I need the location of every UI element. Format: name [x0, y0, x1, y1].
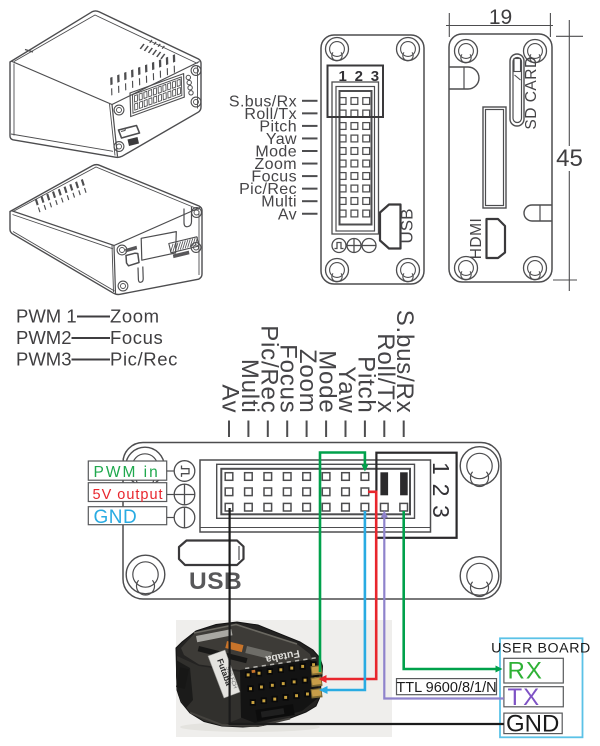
svg-text:Multi: Multi	[261, 194, 297, 211]
svg-text:PWM in: PWM in	[94, 464, 160, 481]
svg-text:1 2 3: 1 2 3	[339, 68, 381, 85]
svg-text:Mode: Mode	[314, 350, 341, 413]
svg-text:Pic/Rec: Pic/Rec	[239, 181, 297, 198]
svg-text:PWM 1: PWM 1	[16, 306, 77, 327]
svg-text:Pitch: Pitch	[259, 118, 297, 135]
svg-text:Pic/Rec: Pic/Rec	[110, 349, 178, 370]
svg-text:Roll/Tx: Roll/Tx	[372, 333, 399, 413]
svg-text:Multi: Multi	[236, 359, 263, 414]
svg-text:GND: GND	[506, 711, 559, 738]
svg-text:Zoom: Zoom	[110, 306, 160, 327]
svg-text:TTL 9600/8/1/N: TTL 9600/8/1/N	[396, 680, 496, 696]
svg-text:USB: USB	[189, 568, 242, 595]
svg-text:1 2 3: 1 2 3	[428, 462, 454, 519]
svg-text:GND: GND	[94, 507, 138, 528]
svg-text:SD CARD: SD CARD	[523, 56, 540, 129]
svg-text:S.bus/Rx: S.bus/Rx	[229, 93, 297, 110]
svg-text:19: 19	[489, 6, 512, 29]
svg-text:Av: Av	[278, 206, 297, 223]
svg-text:Mode: Mode	[255, 144, 297, 161]
svg-text:USER BOARD: USER BOARD	[491, 641, 591, 657]
svg-text:HDMI: HDMI	[468, 218, 485, 260]
svg-text:PWM2: PWM2	[16, 327, 72, 348]
svg-text:Yaw: Yaw	[333, 366, 360, 413]
svg-text:Zoom: Zoom	[255, 156, 298, 173]
svg-text:PWM3: PWM3	[16, 349, 72, 370]
svg-text:Pic/Rec: Pic/Rec	[255, 325, 282, 413]
svg-text:Roll/Tx: Roll/Tx	[244, 106, 297, 123]
svg-text:5V output: 5V output	[93, 487, 164, 503]
svg-text:Zoom: Zoom	[294, 349, 321, 414]
svg-text:Focus: Focus	[110, 327, 163, 348]
svg-text:TX: TX	[508, 684, 541, 711]
svg-text:Focus: Focus	[251, 169, 297, 186]
svg-text:Av: Av	[217, 384, 244, 413]
svg-text:45: 45	[556, 145, 583, 172]
svg-text:Pitch: Pitch	[352, 356, 379, 413]
svg-text:S.bus/Rx: S.bus/Rx	[391, 310, 418, 414]
svg-text:RX: RX	[508, 658, 543, 685]
svg-text:Yaw: Yaw	[266, 131, 297, 148]
svg-text:USB: USB	[398, 209, 417, 244]
svg-text:Focus: Focus	[275, 344, 302, 413]
